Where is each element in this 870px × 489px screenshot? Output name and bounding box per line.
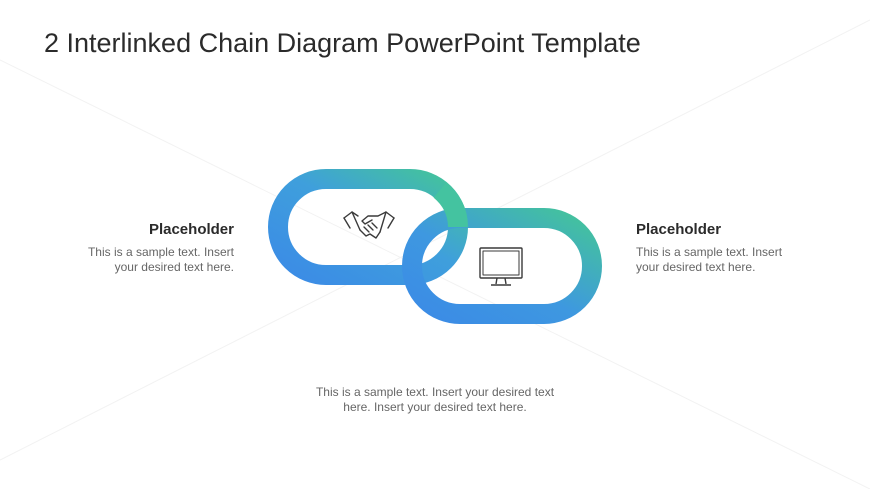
left-placeholder-line-2: your desired text here. — [114, 260, 234, 274]
handshake-icon — [343, 211, 395, 239]
bottom-description-line-2: here. Insert your desired text here. — [343, 400, 527, 414]
left-placeholder-line-1: This is a sample text. Insert — [87, 245, 234, 259]
left-placeholder-text: This is a sample text. Insert your desir… — [34, 245, 234, 275]
monitor-icon — [479, 247, 523, 286]
bottom-description-line-1: This is a sample text. Insert your desir… — [315, 385, 555, 399]
chain-link-right — [402, 208, 602, 324]
right-placeholder-heading: Placeholder — [636, 221, 722, 238]
slide-title: 2 Interlinked Chain Diagram PowerPoint T… — [44, 28, 641, 58]
right-placeholder: Placeholder This is a sample text. Inser… — [636, 221, 836, 275]
bottom-description: This is a sample text. Insert your desir… — [285, 385, 585, 415]
right-placeholder-line-2: your desired text here. — [636, 260, 756, 274]
right-placeholder-line-1: This is a sample text. Insert — [636, 245, 783, 259]
chain-link-left-overlap — [433, 182, 468, 228]
left-placeholder-heading: Placeholder — [148, 221, 234, 238]
left-placeholder: Placeholder This is a sample text. Inser… — [34, 221, 234, 275]
right-placeholder-text: This is a sample text. Insert your desir… — [636, 245, 836, 275]
